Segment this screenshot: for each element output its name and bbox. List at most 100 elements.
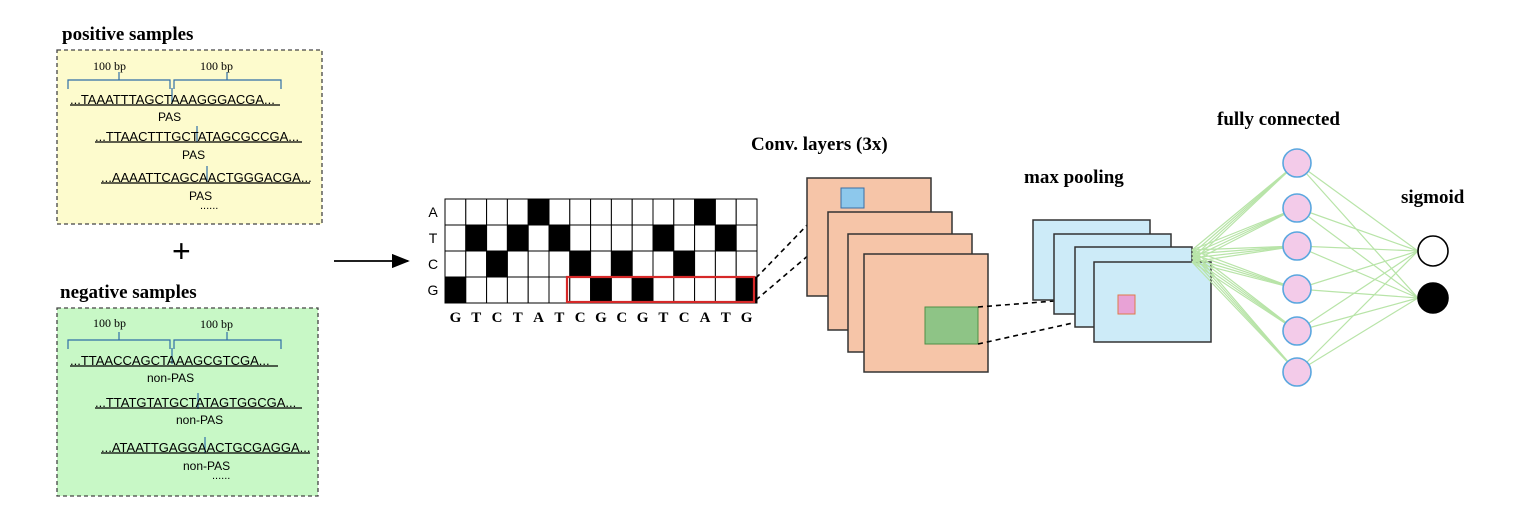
onehot-cell <box>486 224 508 252</box>
positive-samples-title: positive samples <box>62 24 193 45</box>
fc-nodes <box>1282 148 1312 387</box>
onehot-row-label: G <box>428 282 439 298</box>
negative-seq-2: ...TTATGTATGCTATAGTGGCGA... <box>95 395 296 410</box>
onehot-cell <box>486 276 508 304</box>
onehot-cell <box>652 250 675 278</box>
pooled-cell <box>1117 294 1136 315</box>
positive-tag-1: PAS <box>158 110 181 124</box>
fully-connected-label: fully connected <box>1217 109 1340 130</box>
sequence-letter: G <box>595 310 607 326</box>
onehot-cell <box>465 250 488 278</box>
onehot-cell <box>590 198 612 226</box>
negative-tag-2: non-PAS <box>176 413 223 427</box>
fc-edge <box>1191 257 1298 290</box>
fc-edge <box>1296 162 1419 299</box>
onehot-row-label: A <box>428 204 438 220</box>
onehot-cell <box>714 224 737 252</box>
conv-region-patch <box>924 306 979 345</box>
negative-bp-left: 100 bp <box>93 316 126 330</box>
onehot-cell <box>506 250 529 278</box>
fc-edge <box>1296 245 1419 299</box>
onehot-grid <box>444 198 758 304</box>
fc-edge <box>1296 250 1419 290</box>
fc-node <box>1282 357 1312 387</box>
sequence-letter: A <box>700 310 711 326</box>
onehot-cell <box>569 198 592 226</box>
fc-node <box>1282 274 1312 304</box>
positive-bp-brackets <box>67 72 282 104</box>
conv-layers-label: Conv. layers (3x) <box>751 134 888 155</box>
positive-tag-2: PAS <box>182 148 205 162</box>
onehot-cell <box>590 224 612 252</box>
max-pooling-label: max pooling <box>1024 167 1124 188</box>
fc-edge <box>1191 261 1298 332</box>
fc-edge <box>1296 250 1419 373</box>
fc-node <box>1282 316 1312 346</box>
sequence-letter: T <box>471 310 481 326</box>
sequence-letter: A <box>533 310 544 326</box>
output-node-filled <box>1417 282 1449 314</box>
fc-edges <box>1191 162 1419 373</box>
onehot-cell <box>694 224 716 252</box>
onehot-cell <box>610 224 633 252</box>
onehot-cell <box>673 276 696 304</box>
onehot-cell <box>714 276 737 304</box>
fc-edge <box>1191 207 1298 251</box>
fc-edge <box>1296 288 1419 299</box>
onehot-cell <box>631 224 654 252</box>
onehot-cell <box>527 250 550 278</box>
fc-node <box>1282 193 1312 223</box>
onehot-cell <box>465 224 488 252</box>
onehot-cell <box>610 276 633 304</box>
onehot-cell <box>548 198 571 226</box>
onehot-cell <box>590 250 612 278</box>
sequence-letter: C <box>492 310 503 326</box>
sequence-letter: C <box>575 310 586 326</box>
onehot-cell <box>548 250 571 278</box>
onehot-cell <box>673 250 696 278</box>
onehot-cell <box>652 198 675 226</box>
onehot-cell <box>694 276 716 304</box>
onehot-cell <box>444 224 467 252</box>
onehot-cell <box>631 276 654 304</box>
onehot-cell <box>527 224 550 252</box>
onehot-cell <box>714 198 737 226</box>
onehot-cell <box>673 224 696 252</box>
fc-edge <box>1191 207 1298 263</box>
positive-seq-3: ...AAAATTCAGCAACTGGGACGA... <box>101 170 312 185</box>
onehot-cell <box>590 276 612 304</box>
pool-map-4 <box>1093 261 1212 343</box>
negative-bp-brackets <box>67 332 282 364</box>
positive-tag-3: PAS <box>189 189 212 203</box>
sequence-letter: T <box>721 310 731 326</box>
onehot-cell <box>735 250 758 278</box>
onehot-cell <box>652 276 675 304</box>
negative-tag-1: non-PAS <box>147 371 194 385</box>
onehot-cell <box>694 198 716 226</box>
sequence-letter: C <box>616 310 627 326</box>
onehot-cell <box>506 198 529 226</box>
sequence-letter: C <box>679 310 690 326</box>
negative-samples-title: negative samples <box>60 282 197 303</box>
positive-bp-left: 100 bp <box>93 59 126 73</box>
sequence-letter: T <box>554 310 564 326</box>
onehot-cell <box>548 224 571 252</box>
fc-edge <box>1296 297 1419 373</box>
positive-seq-1: ...TAAATTTAGCTAAAGGGACGA... <box>70 92 275 107</box>
positive-ellipsis: ...... <box>200 200 218 212</box>
fc-edge <box>1296 207 1419 299</box>
onehot-cell <box>486 198 508 226</box>
positive-samples-box <box>56 49 323 225</box>
negative-seq-3: ...ATAATTGAGGAACTGCGAGGA... <box>101 440 310 455</box>
fc-edge <box>1296 162 1419 252</box>
negative-ellipsis: ...... <box>212 470 230 482</box>
onehot-cell <box>610 250 633 278</box>
negative-samples-box <box>56 307 319 497</box>
positive-seq-2: ...TTAACTTTGCTATAGCGCCGA... <box>95 129 299 144</box>
onehot-cell <box>610 198 633 226</box>
onehot-cell <box>465 276 488 304</box>
fc-edge <box>1296 297 1419 332</box>
